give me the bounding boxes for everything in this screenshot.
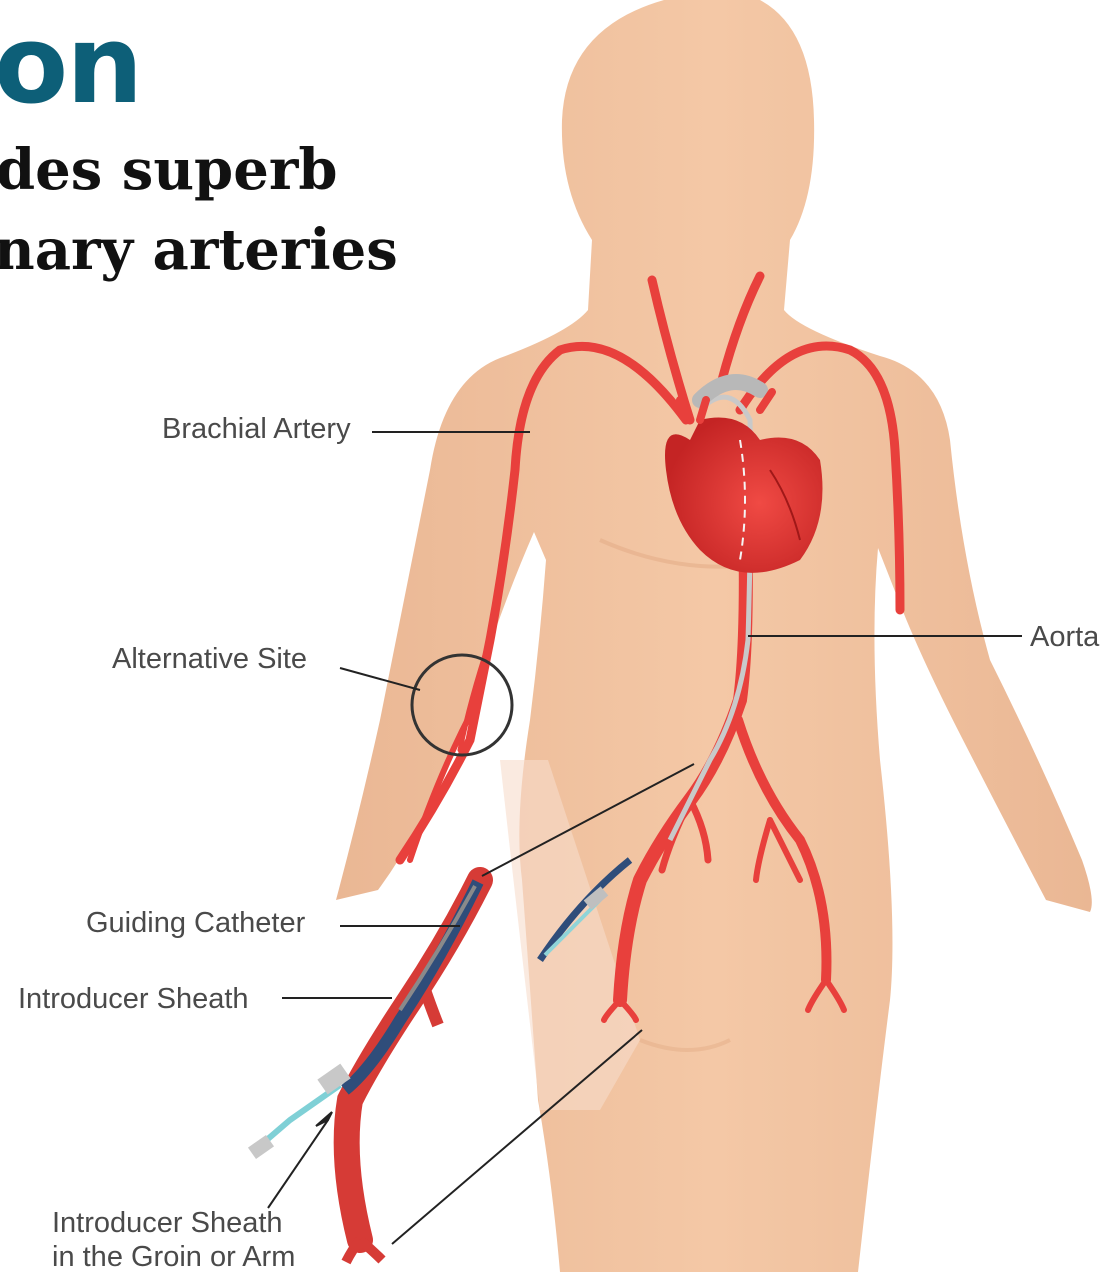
label-introducer-sheath-site-line2: in the Groin or Arm	[52, 1240, 295, 1275]
slide-subtitle-line2: nary arteries	[0, 222, 398, 278]
label-aorta: Aorta	[1030, 620, 1099, 655]
label-introducer-sheath: Introducer Sheath	[18, 982, 249, 1017]
label-guiding-catheter: Guiding Catheter	[86, 906, 305, 941]
label-alternative-site: Alternative Site	[112, 642, 307, 677]
label-brachial-artery: Brachial Artery	[162, 412, 351, 447]
slide-title: on	[0, 12, 141, 120]
slide-subtitle-line1: des superb	[0, 142, 338, 198]
label-introducer-sheath-site-line1: Introducer Sheath	[52, 1206, 283, 1241]
